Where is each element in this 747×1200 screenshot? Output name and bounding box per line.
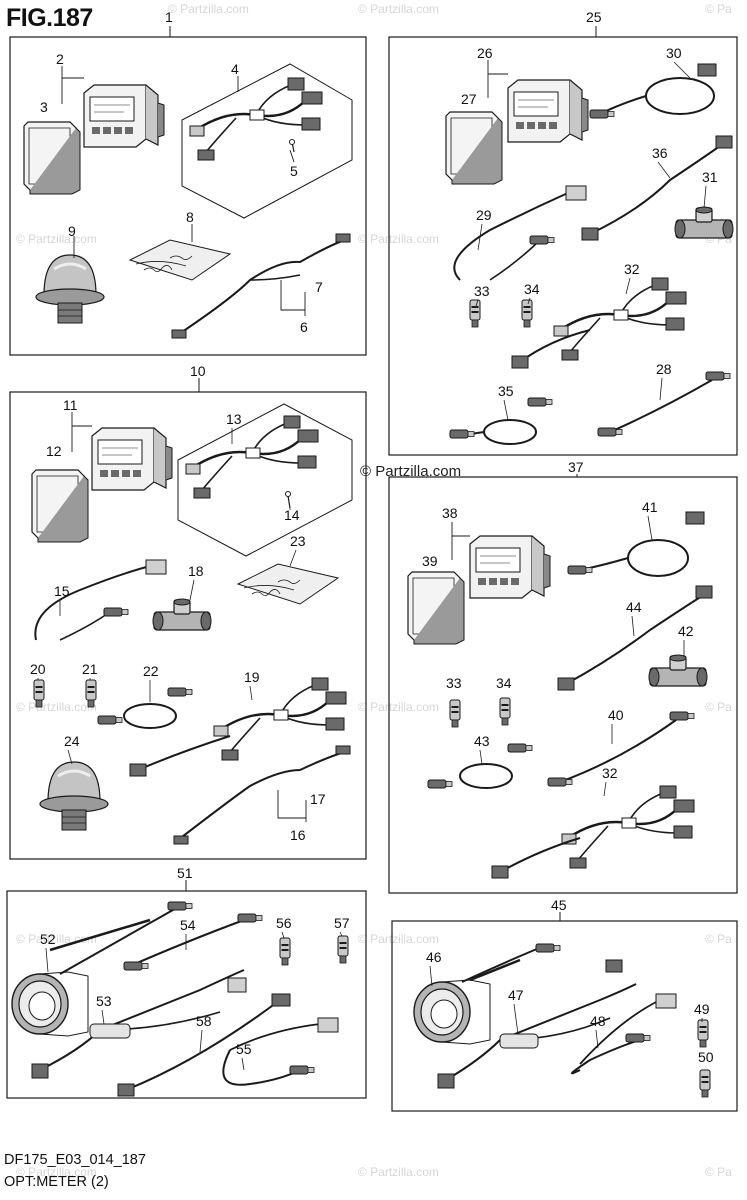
callout-34-top: 34 (524, 281, 540, 297)
callout-32-top: 32 (624, 261, 640, 277)
watermark: © Partzilla.com (358, 2, 439, 16)
watermark: © Pa (705, 700, 732, 714)
callouts: 1 25 10 37 45 51 2 3 4 5 6 7 8 9 11 12 1… (30, 9, 718, 1065)
watermark: © Pa (705, 1165, 732, 1179)
callout-35: 35 (498, 383, 514, 399)
callout-49: 49 (694, 1001, 710, 1017)
callout-32-bottom: 32 (602, 765, 618, 781)
callout-36: 36 (652, 145, 668, 161)
callout-18: 18 (188, 563, 204, 579)
callout-11: 11 (63, 397, 78, 413)
callout-14: 14 (284, 507, 300, 523)
callout-16: 16 (290, 827, 306, 843)
figure-title: FIG.187 (6, 4, 93, 32)
callout-21: 21 (82, 661, 98, 677)
watermark: © Pa (705, 2, 732, 16)
group-box-37 (388, 476, 738, 894)
callout-37: 37 (568, 459, 584, 475)
figure-subtitle: OPT:METER (2) (4, 1174, 109, 1190)
callout-57: 57 (334, 915, 350, 931)
figure-code: DF175_E03_014_187 (4, 1152, 146, 1168)
callout-51: 51 (177, 865, 193, 881)
callout-53: 53 (96, 993, 112, 1009)
callout-47: 47 (508, 987, 524, 1003)
callout-44: 44 (626, 599, 642, 615)
callout-23: 23 (290, 533, 306, 549)
callout-30: 30 (666, 45, 682, 61)
callout-3: 3 (40, 99, 48, 115)
callout-25: 25 (586, 9, 602, 25)
callout-17: 17 (310, 791, 326, 807)
callout-33-bottom: 33 (446, 675, 462, 691)
callout-50: 50 (698, 1049, 714, 1065)
group-25-parts (445, 60, 734, 445)
callout-38: 38 (442, 505, 458, 521)
callout-46: 46 (426, 949, 442, 965)
callout-56: 56 (276, 915, 292, 931)
callout-48: 48 (590, 1013, 606, 1029)
watermark: © Pa (705, 932, 732, 946)
callout-4: 4 (231, 61, 239, 77)
callout-34-bottom: 34 (496, 675, 512, 691)
callout-54: 54 (180, 917, 196, 933)
callout-52: 52 (40, 931, 56, 947)
watermark: © Partzilla.com (16, 232, 97, 246)
callout-26: 26 (477, 45, 493, 61)
watermark: © Partzilla.com (358, 700, 439, 714)
callout-13: 13 (226, 411, 242, 427)
watermark-center: © Partzilla.com (360, 463, 462, 480)
group-box-25 (388, 36, 738, 456)
watermark: © Partzilla.com (358, 1165, 439, 1179)
callout-31: 31 (702, 169, 718, 185)
watermark: © Partzilla.com (358, 232, 439, 246)
callout-12: 12 (46, 443, 62, 459)
callout-42: 42 (678, 623, 694, 639)
watermark: © Partzilla.com (16, 1165, 97, 1179)
group-box-10 (9, 391, 367, 860)
callout-19: 19 (244, 669, 260, 685)
callout-33-top: 33 (474, 283, 490, 299)
callout-10: 10 (190, 363, 206, 379)
callout-43: 43 (474, 733, 490, 749)
callout-45: 45 (551, 897, 567, 913)
watermark: © Partzilla.com (358, 932, 439, 946)
callout-29: 29 (476, 207, 492, 223)
callout-1: 1 (165, 9, 173, 25)
group-51-parts (11, 901, 349, 1097)
callout-40: 40 (608, 707, 624, 723)
callout-58: 58 (196, 1013, 212, 1029)
callout-27: 27 (461, 91, 477, 107)
group-1-parts (23, 63, 353, 339)
callout-15: 15 (54, 583, 70, 599)
group-box-1 (9, 36, 367, 356)
leader-lines (37, 61, 707, 1071)
group-37-parts (407, 511, 713, 879)
callout-9: 9 (68, 223, 76, 239)
callout-55: 55 (236, 1041, 252, 1057)
callout-5: 5 (290, 163, 298, 179)
watermark: © Partzilla.com (168, 2, 249, 16)
callout-2: 2 (56, 51, 64, 67)
callout-7: 7 (315, 279, 323, 295)
group-45-parts (413, 943, 711, 1098)
callout-24: 24 (64, 733, 80, 749)
callout-8: 8 (186, 209, 194, 225)
callout-39: 39 (422, 553, 438, 569)
group-box-45 (391, 920, 738, 1112)
callout-41: 41 (642, 499, 658, 515)
callout-6: 6 (300, 319, 308, 335)
callout-20: 20 (30, 661, 46, 677)
callout-22: 22 (143, 663, 159, 679)
group-10-parts (31, 403, 353, 845)
callout-28: 28 (656, 361, 672, 377)
